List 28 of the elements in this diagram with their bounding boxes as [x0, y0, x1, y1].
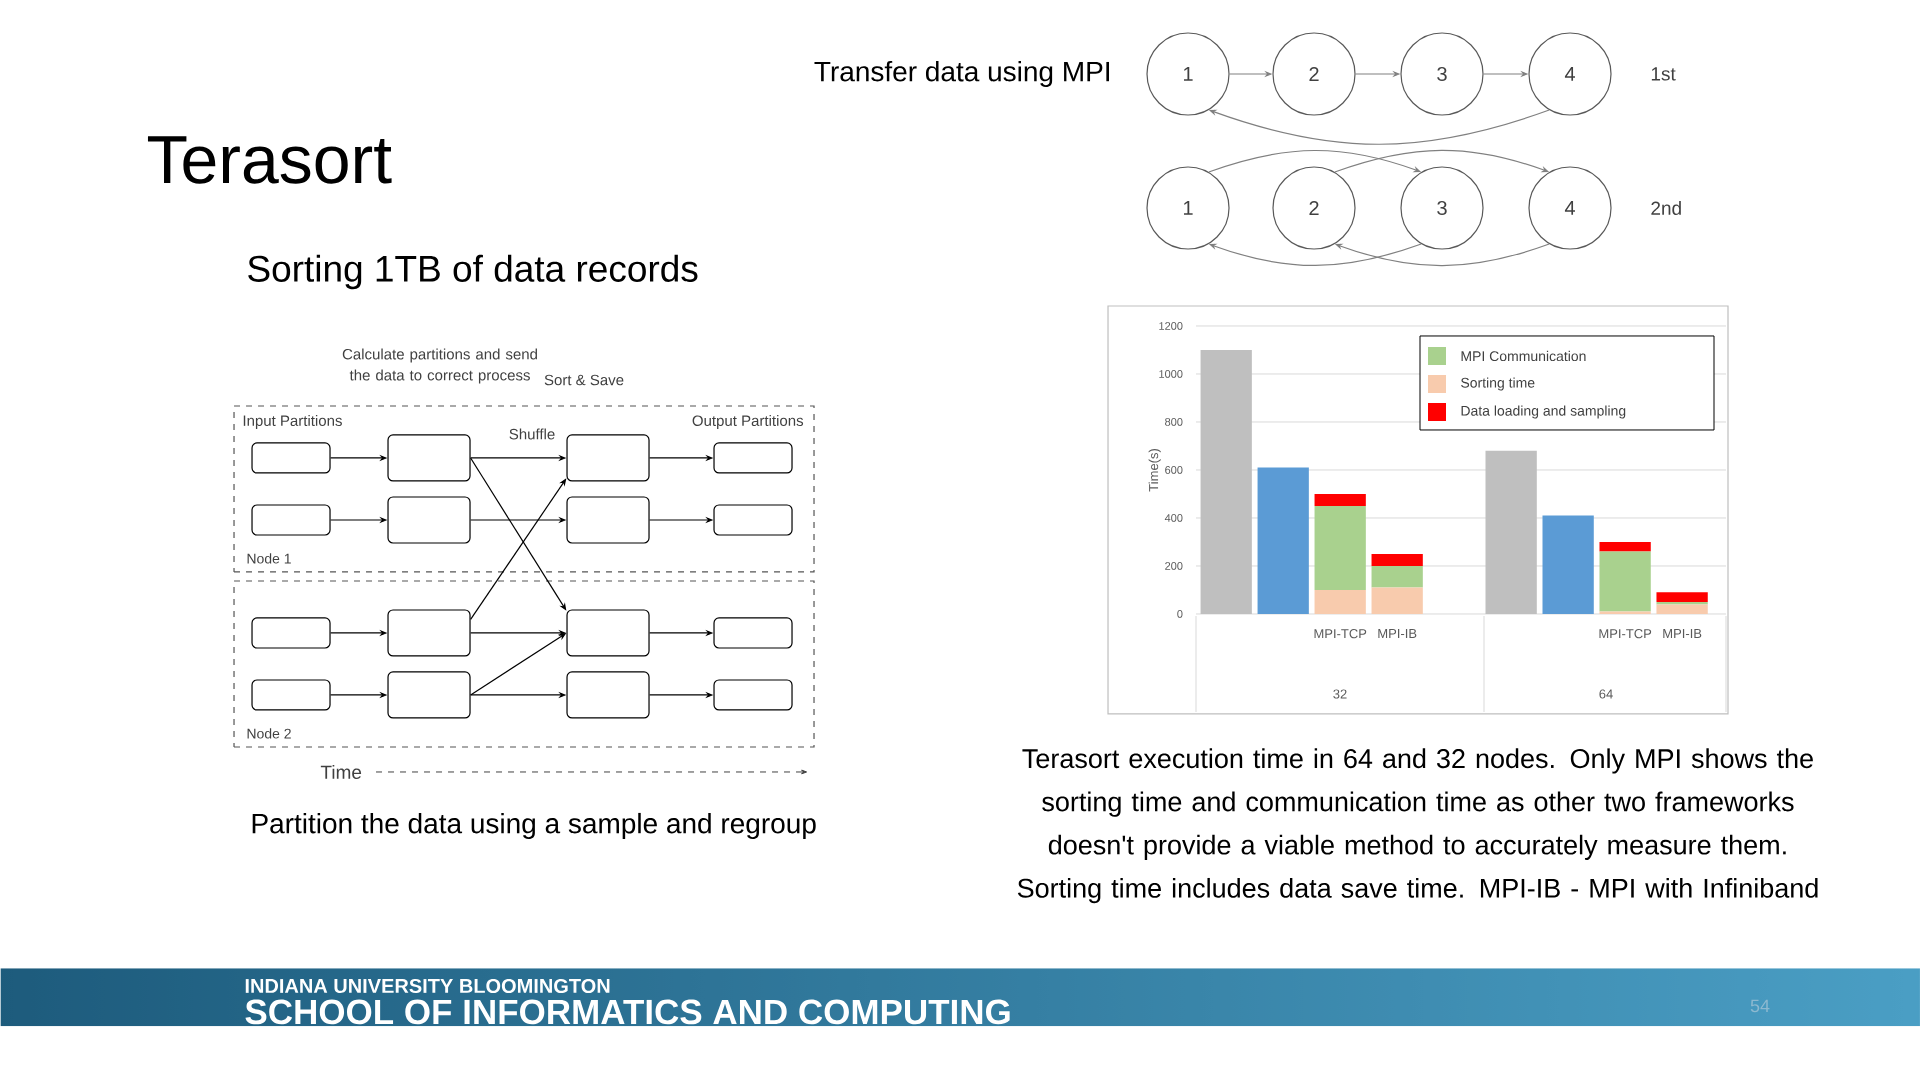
- data-box: [387, 671, 471, 719]
- data-box: [713, 442, 793, 474]
- figure-caption: Partition the data using a sample and regroup: [252, 812, 816, 839]
- figure-caption: Terasort execution time in 64 and 32 nodes. Only MPI shows the sorting time and communication time as other two frameworks doesn't provide a viable method to accurately measure them. Sorting time includes data save time. MPI-IB - MPI with Infiniband: [1017, 748, 1818, 904]
- data-box: [566, 496, 650, 544]
- slide-title: Terasort: [147, 136, 392, 184]
- page-number: 54: [1750, 999, 1770, 1013]
- data-box: [387, 496, 471, 544]
- data-box: [566, 434, 650, 482]
- data-box: [566, 609, 650, 657]
- arrow: [470, 457, 567, 611]
- banner-text: SCHOOL OF INFORMATICS AND COMPUTING: [245, 999, 1010, 1025]
- axis-label: Time: [320, 765, 362, 779]
- data-box: [251, 679, 331, 711]
- data-box: [713, 679, 793, 711]
- row-label: 2nd: [1651, 201, 1681, 215]
- data-box: [713, 504, 793, 536]
- data-box: [387, 609, 471, 657]
- row-label: 1st: [1651, 67, 1676, 81]
- banner-text: INDIANA UNIVERSITY BLOOMINGTON: [245, 978, 610, 994]
- data-box: [251, 617, 331, 649]
- data-box: [251, 504, 331, 536]
- subtitle: Sorting 1TB of data records: [248, 254, 698, 290]
- data-box: [387, 434, 471, 482]
- diagram-heading: Transfer data using MPI: [814, 60, 1109, 87]
- data-box: [713, 617, 793, 649]
- data-box: [251, 442, 331, 474]
- data-box: [566, 671, 650, 719]
